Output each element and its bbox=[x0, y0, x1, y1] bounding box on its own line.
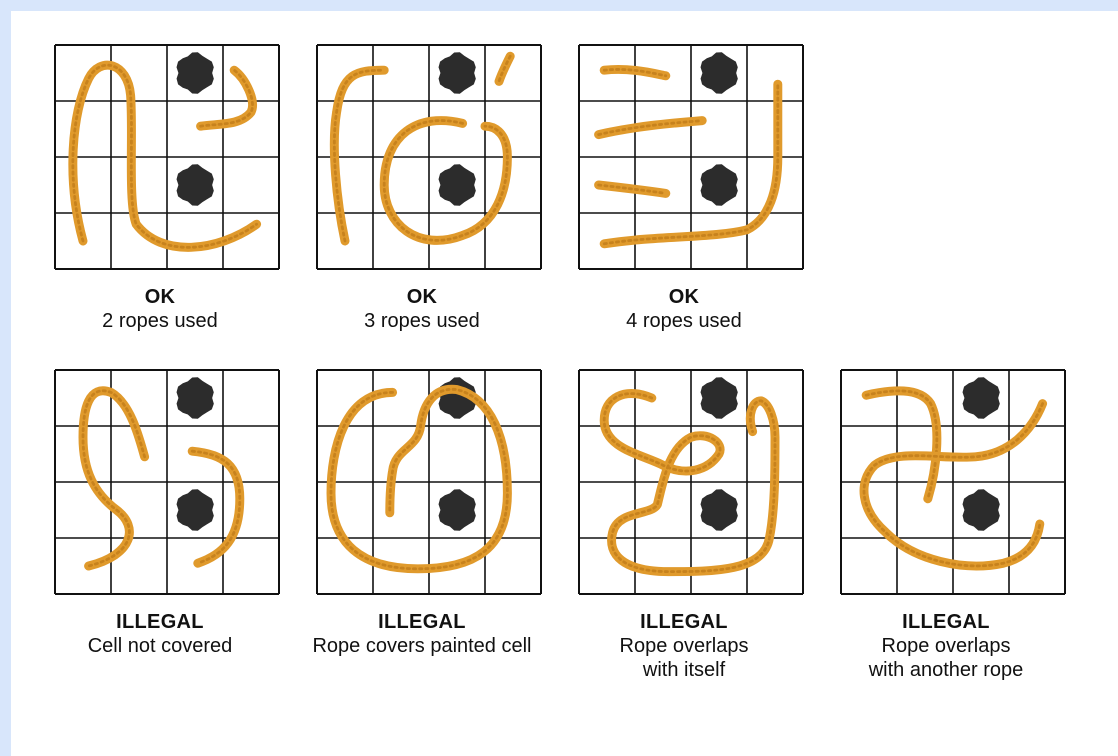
rope-texture bbox=[597, 119, 704, 137]
verdict-label: ILLEGAL bbox=[116, 611, 204, 633]
rope-texture bbox=[597, 183, 668, 195]
painted-cell-blob bbox=[438, 489, 476, 531]
rope-texture bbox=[71, 63, 258, 249]
rope-texture bbox=[864, 389, 939, 501]
painted-cell-blob bbox=[438, 164, 476, 206]
rope-texture bbox=[81, 389, 147, 568]
verdict-label: OK bbox=[406, 286, 438, 308]
painted-cell-blob bbox=[700, 489, 738, 531]
rope-texture bbox=[332, 68, 386, 243]
caption-label: Rope overlaps with another rope bbox=[868, 635, 1024, 681]
puzzle-grid bbox=[54, 369, 280, 595]
rope-texture bbox=[862, 402, 1044, 568]
rope-texture bbox=[602, 82, 780, 246]
verdict-label: ILLEGAL bbox=[902, 611, 990, 633]
painted-cell-blob bbox=[700, 52, 738, 94]
caption-label: 4 ropes used bbox=[626, 310, 742, 332]
verdict-label: ILLEGAL bbox=[378, 611, 466, 633]
puzzle-grid bbox=[54, 44, 280, 270]
rope-texture bbox=[190, 449, 242, 565]
rope-texture bbox=[602, 68, 668, 78]
rope-texture bbox=[199, 68, 254, 128]
rope-texture bbox=[602, 392, 777, 574]
rope bbox=[379, 116, 512, 245]
painted-cell-blob bbox=[962, 489, 1000, 531]
painted-cell-blob bbox=[700, 164, 738, 206]
puzzle-grid bbox=[578, 44, 804, 270]
puzzle-grid bbox=[578, 369, 804, 595]
painted-cell-blob bbox=[438, 52, 476, 94]
puzzle-grid bbox=[316, 44, 542, 270]
painted-cell-blob bbox=[700, 377, 738, 419]
caption-label: 3 ropes used bbox=[364, 310, 480, 332]
puzzle-grid bbox=[316, 369, 542, 595]
rope-texture bbox=[497, 54, 512, 83]
painted-cell-blob bbox=[962, 377, 1000, 419]
painted-cell-blob bbox=[176, 164, 214, 206]
caption-label: 2 ropes used bbox=[102, 310, 218, 332]
caption-label: Cell not covered bbox=[87, 635, 233, 657]
verdict-label: OK bbox=[144, 286, 176, 308]
painted-cell-blob bbox=[176, 52, 214, 94]
caption-label: Rope covers painted cell bbox=[312, 635, 532, 657]
painted-cell-blob bbox=[176, 377, 214, 419]
verdict-label: ILLEGAL bbox=[640, 611, 728, 633]
verdict-label: OK bbox=[668, 286, 700, 308]
rope-texture bbox=[329, 387, 509, 571]
puzzle-grid bbox=[840, 369, 1066, 595]
painted-cell-blob bbox=[176, 489, 214, 531]
caption-label: Rope overlaps with itself bbox=[619, 635, 749, 681]
